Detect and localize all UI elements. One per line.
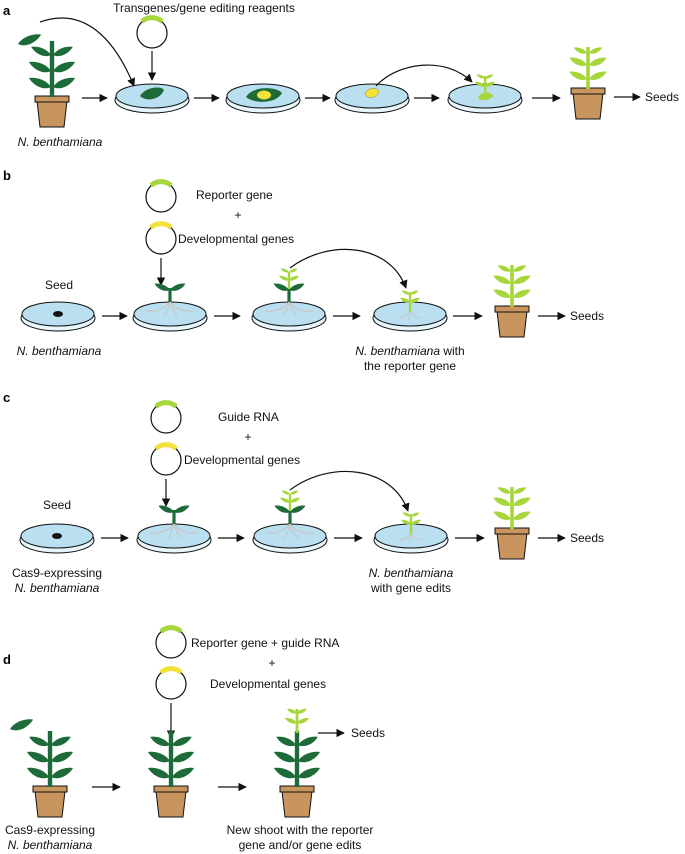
result-label-2: gene and/or gene edits	[239, 838, 362, 852]
panel-c: c Guide RNA + Developmental genes Seed C…	[3, 390, 604, 595]
seeds-label: Seeds	[351, 726, 385, 740]
result-label-2: the reporter gene	[364, 359, 456, 373]
panel-letter-d: d	[3, 652, 11, 667]
panel-letter-c: c	[3, 390, 10, 405]
start-label-2: N. benthamiana	[8, 838, 93, 852]
potted-plant-icon	[148, 731, 194, 817]
dish-callus-yellow	[334, 83, 410, 114]
potted-plant-shoot-icon	[274, 709, 320, 817]
panel-letter-a: a	[3, 3, 11, 18]
dish-shoot	[447, 74, 523, 114]
dish-light-seedling	[373, 512, 449, 554]
result-label-2: with gene edits	[370, 581, 451, 595]
start-label-2: N. benthamiana	[15, 581, 100, 595]
result-label: N. benthamiana with	[355, 344, 464, 358]
dish-seedling-shoot	[252, 490, 328, 554]
plasmid-label-2: Developmental genes	[210, 677, 326, 691]
potted-plant-icon	[27, 731, 73, 817]
plus-label: +	[244, 430, 251, 444]
dish-seed	[20, 301, 96, 332]
plasmid-icon	[151, 445, 181, 475]
light-potted-plant-icon	[493, 265, 530, 337]
plasmid-icon	[156, 669, 186, 699]
light-potted-plant-icon	[569, 47, 606, 119]
dish-seedling	[136, 505, 212, 554]
plasmid-icon	[137, 18, 167, 48]
dish-leaf	[114, 83, 190, 114]
reagents-label: Transgenes/gene editing reagents	[113, 1, 295, 15]
plus-label: +	[234, 208, 241, 222]
plasmid-icon	[146, 224, 176, 254]
dish-seedling-shoot	[251, 268, 327, 332]
callus-transfer-arrow	[375, 64, 473, 87]
seeds-label: Seeds	[570, 309, 604, 323]
plasmid-label-1: Guide RNA	[218, 410, 279, 424]
plasmid-icon	[146, 182, 176, 212]
plasmid-label-2: Developmental genes	[184, 453, 300, 467]
start-label-1: Cas9-expressing	[12, 566, 102, 580]
seed-label: Seed	[43, 498, 71, 512]
potted-plant-icon	[29, 41, 75, 127]
panel-d: d Reporter gene + guide RNA + Developmen…	[3, 628, 385, 852]
plasmid-label-1: Reporter gene	[196, 188, 273, 202]
panel-letter-b: b	[3, 168, 11, 183]
start-label-1: Cas9-expressing	[5, 823, 95, 837]
start-label: N. benthamiana	[17, 344, 102, 358]
plasmid-icon	[156, 628, 186, 658]
plus-label: +	[268, 656, 275, 670]
seeds-label: Seeds	[570, 531, 604, 545]
plasmid-icon	[151, 403, 181, 433]
panel-b: b Reporter gene + Developmental genes Se…	[3, 168, 604, 373]
dish-callus	[225, 83, 301, 114]
light-potted-plant-icon	[493, 487, 530, 559]
dish-seed	[19, 523, 95, 554]
dish-seedling	[132, 283, 208, 332]
result-label-1: N. benthamiana	[369, 566, 454, 580]
seed-label: Seed	[45, 278, 73, 292]
seeds-label: Seeds	[645, 90, 679, 104]
panel-a: a Transgenes/gene editing reagents N. be…	[3, 1, 679, 149]
dish-light-seedling	[372, 290, 448, 332]
leaf-transfer-arrow	[39, 17, 135, 87]
detached-leaf-icon	[10, 719, 34, 731]
plasmid-label-1: Reporter gene + guide RNA	[191, 636, 339, 650]
detached-leaf-icon	[18, 34, 42, 46]
plant-label: N. benthamiana	[18, 135, 103, 149]
plasmid-label-2: Developmental genes	[178, 232, 294, 246]
shoot-transfer-arrow	[289, 248, 408, 289]
shoot-transfer-arrow	[289, 470, 410, 512]
result-label-1: New shoot with the reporter	[227, 823, 374, 837]
